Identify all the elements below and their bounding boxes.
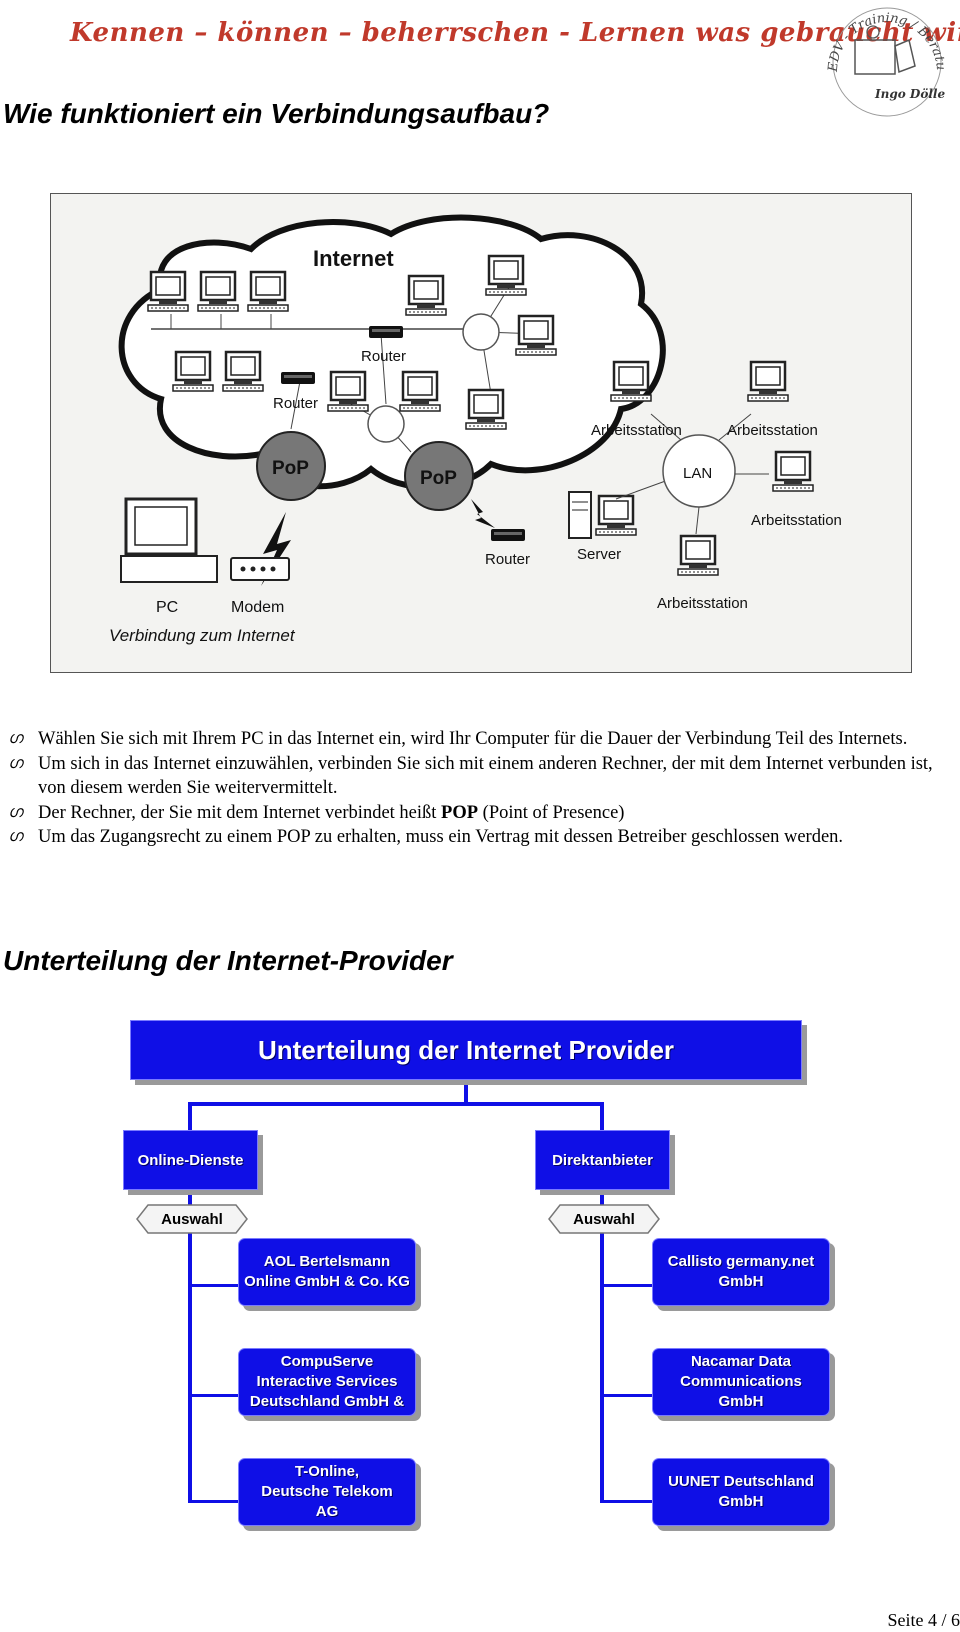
provider-t-online: T-Online, Deutsche Telekom AG [238, 1458, 416, 1526]
bullet-icon: ഗ [8, 828, 23, 845]
label-ws-4: Arbeitsstation [657, 595, 748, 612]
label-lan: LAN [683, 465, 712, 482]
label-ws-2: Arbeitsstation [727, 422, 818, 439]
label-internet: Internet [313, 246, 394, 271]
label-ws-3: Arbeitsstation [751, 512, 842, 529]
label-pop-1: PoP [272, 458, 309, 479]
category-online-dienste: Online-Dienste [123, 1130, 258, 1190]
header-slogan: Kennen – können – beherrschen - Lernen w… [70, 18, 960, 48]
list-item: ഗ Der Rechner, der Sie mit dem Internet … [8, 801, 953, 826]
tag-shape-right [548, 1204, 660, 1234]
network-diagram: Internet Router Router Router PoP PoP Se… [50, 193, 912, 673]
page-number: Seite 4 / 6 [887, 1610, 960, 1630]
bullet-list: ഗ Wählen Sie sich mit Ihrem PC in das In… [8, 727, 953, 850]
provider-compuserve: CompuServe Interactive Services Deutschl… [238, 1348, 416, 1416]
tag-shape-left [136, 1204, 248, 1234]
label-router-3: Router [485, 551, 530, 568]
provider-callisto: Callisto germany.net GmbH [652, 1238, 830, 1306]
provider-uunet: UUNET Deutschland GmbH [652, 1458, 830, 1526]
label-pc: PC [156, 599, 178, 616]
bullet-icon: ഗ [8, 754, 23, 772]
bullet-text: (Point of Presence) [478, 802, 625, 823]
label-pop-2: PoP [420, 468, 457, 489]
list-item: ഗ Um sich in das Internet einzuwählen, v… [8, 752, 953, 801]
stamp-name: Ingo Dölle [874, 87, 945, 101]
provider-nacamar: Nacamar Data Communications GmbH [652, 1348, 830, 1416]
provider-aol: AOL Bertelsmann Online GmbH & Co. KG [238, 1238, 416, 1306]
category-direktanbieter: Direktanbieter [535, 1130, 670, 1190]
tag-auswahl-left: Auswahl [161, 1210, 223, 1228]
bullet-icon: ഗ [8, 730, 23, 747]
section-title-providers: Unterteilung der Internet-Provider [3, 945, 453, 976]
list-item: ഗ Um das Zugangsrecht zu einem POP zu er… [8, 825, 953, 850]
label-router-2: Router [273, 395, 318, 412]
company-logo: EDV - Training / Beratung Ingo Dölle [815, 2, 948, 117]
stamp-text: EDV - Training / Beratung [815, 2, 948, 73]
bullet-bold-term: POP [441, 802, 479, 823]
bullet-icon: ഗ [8, 803, 23, 821]
label-ws-1: Arbeitsstation [591, 422, 682, 439]
list-item: ഗ Wählen Sie sich mit Ihrem PC in das In… [8, 727, 953, 752]
bullet-text: Der Rechner, der Sie mit dem Internet ve… [38, 802, 442, 823]
svg-text:EDV - Training / Beratung: EDV - Training / Beratung [815, 2, 948, 73]
org-chart-title: Unterteilung der Internet Provider [130, 1020, 802, 1080]
bullet-text: Um das Zugangsrecht zu einem POP zu erha… [38, 827, 844, 847]
figure-caption: Verbindung zum Internet [109, 626, 296, 645]
section-title-connection: Wie funktioniert ein Verbindungsaufbau? [3, 98, 550, 129]
label-router-1: Router [361, 348, 406, 365]
label-modem: Modem [231, 599, 284, 616]
bullet-text: Wählen Sie sich mit Ihrem PC in das Inte… [38, 729, 908, 749]
bullet-text: Um sich in das Internet einzuwählen, ver… [38, 753, 933, 799]
label-server: Server [577, 546, 621, 563]
tag-auswahl-right: Auswahl [573, 1210, 635, 1228]
